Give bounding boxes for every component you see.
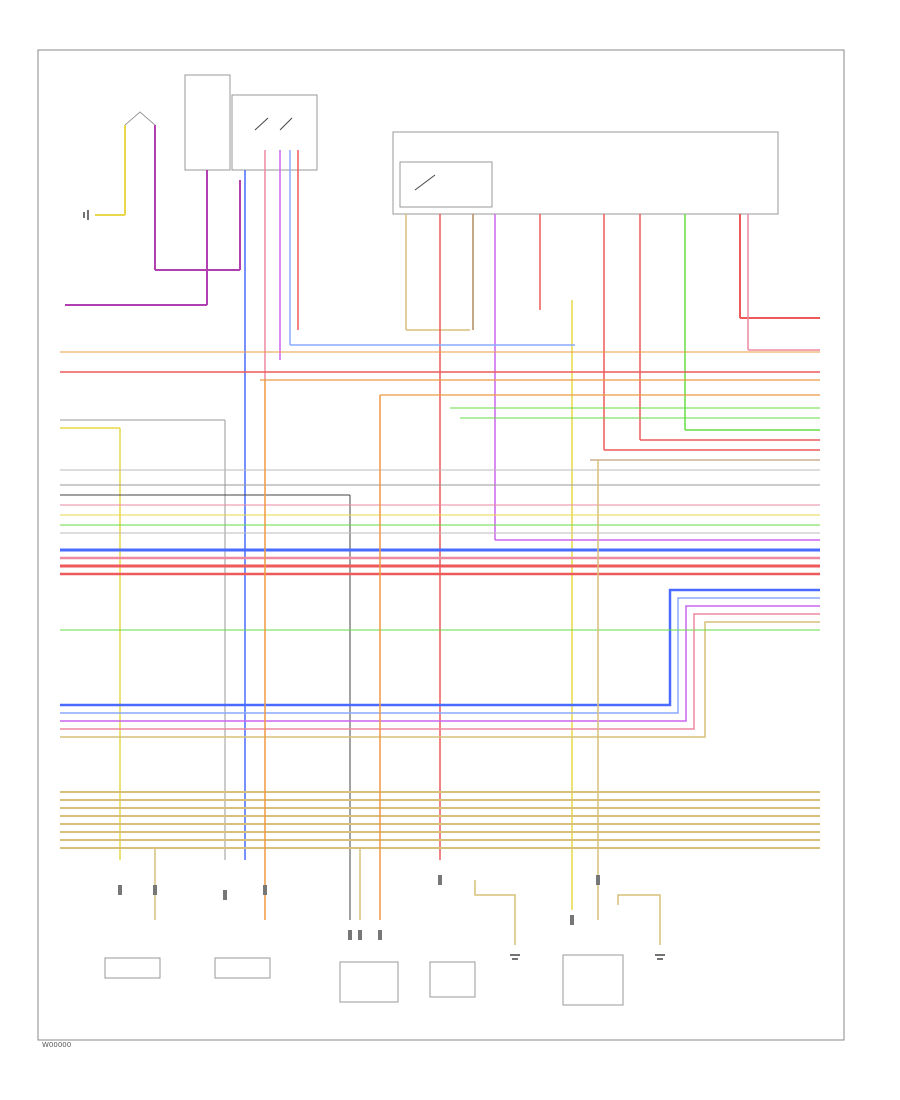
relay-box xyxy=(231,94,318,171)
ground-icon xyxy=(510,954,520,960)
control-module-top xyxy=(392,131,779,215)
seat-belt-switch-module xyxy=(339,961,399,1003)
tire-pressure-module xyxy=(562,954,624,1006)
ground-icon xyxy=(83,210,89,220)
diagram-frame xyxy=(37,49,845,1041)
internal-switch-box xyxy=(399,161,493,208)
right-front-seat-sensor xyxy=(104,957,161,979)
ground-icon xyxy=(655,954,665,960)
left-front-seat-sensor xyxy=(214,957,271,979)
footer-code: W00000 xyxy=(42,1041,71,1049)
top-left-sensor xyxy=(83,111,241,271)
connector-pin-icon xyxy=(118,875,600,940)
oil-pressure-switch xyxy=(429,961,476,998)
fuse-box-left xyxy=(184,74,231,171)
switch-icon xyxy=(254,117,293,131)
